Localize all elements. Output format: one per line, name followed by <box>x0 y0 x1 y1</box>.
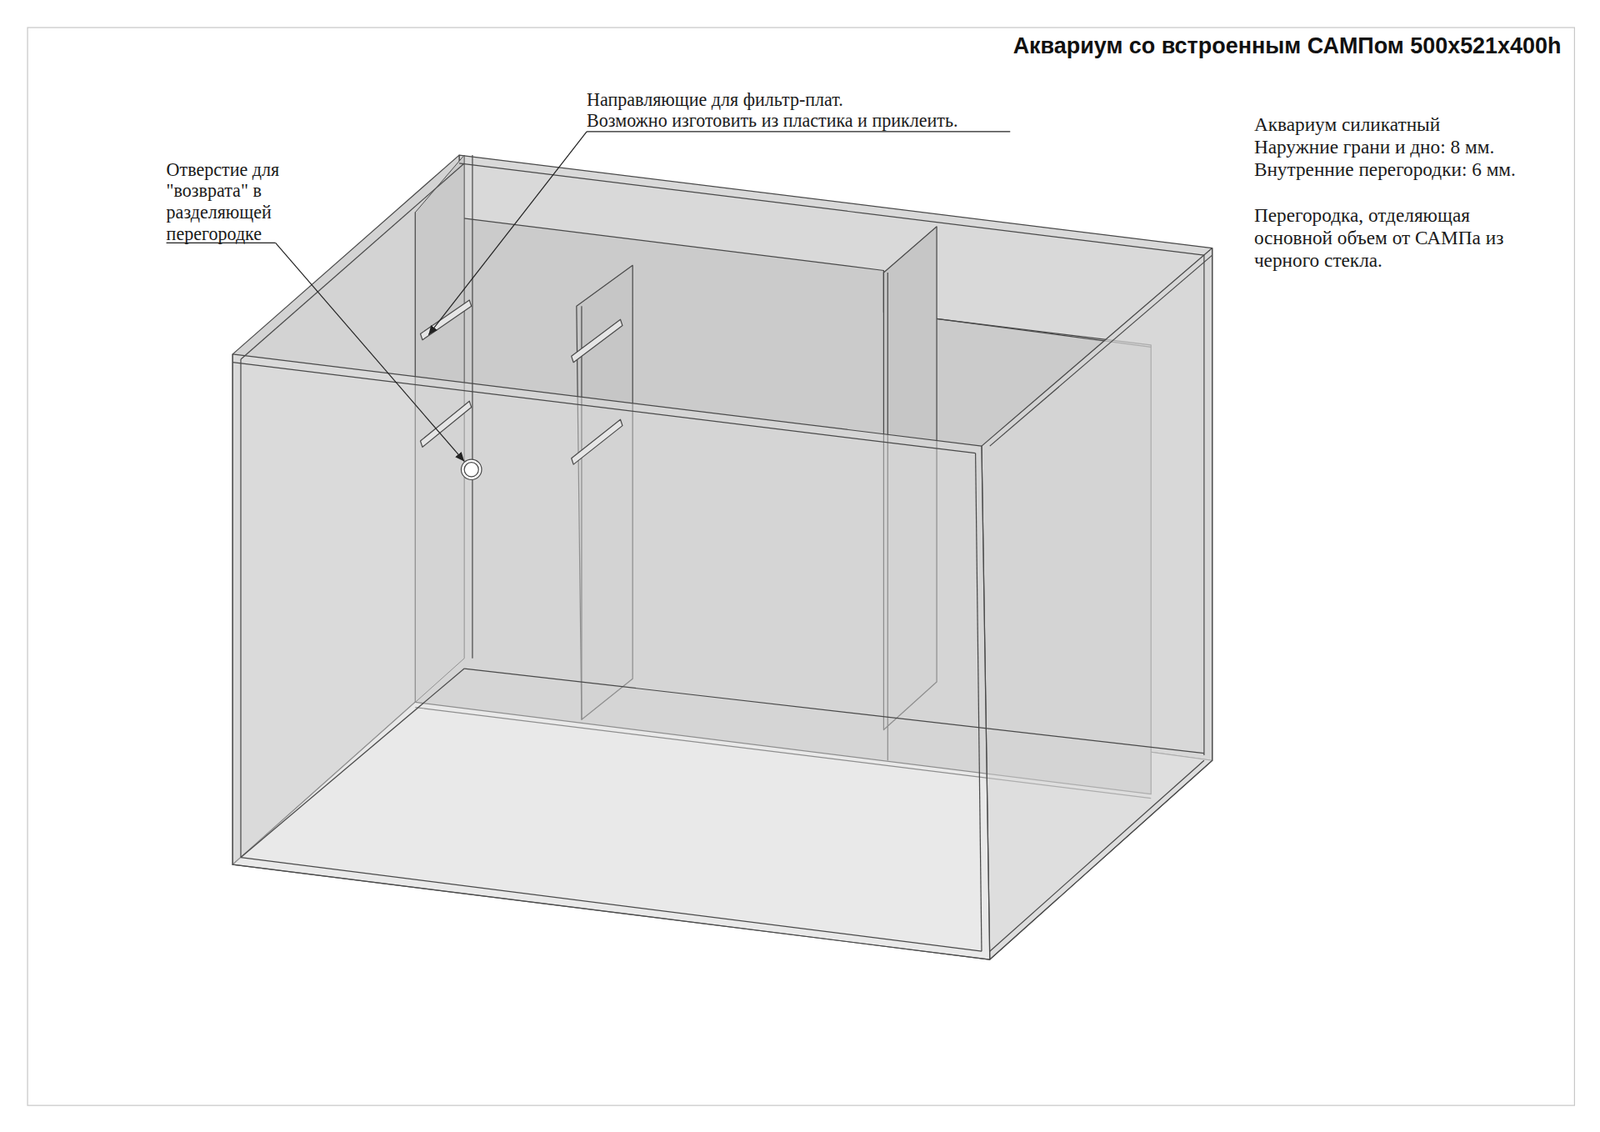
spec-note: Наружние грани и дно: 8 мм. <box>1254 135 1571 159</box>
spec-note: Внутренние перегородки: 6 мм. <box>1254 158 1571 181</box>
spec-note: Аквариум силикатный <box>1254 113 1571 136</box>
callout-note: Возможно изготовить из пластика и прикле… <box>586 110 1056 132</box>
spec-note: Перегородка, отделяющая основной объем о… <box>1254 204 1525 272</box>
sheet-frame <box>27 27 1575 1105</box>
callout-note: Отверстие для "возврата" в разделяющей п… <box>166 159 310 245</box>
drawing-title: Аквариум со встроенным САМПом 500x521x40… <box>1013 32 1562 60</box>
tank <box>232 155 1213 960</box>
callout-note: Направляющие для фильтр-плат. <box>586 90 1056 112</box>
leader-lines <box>166 131 1011 462</box>
